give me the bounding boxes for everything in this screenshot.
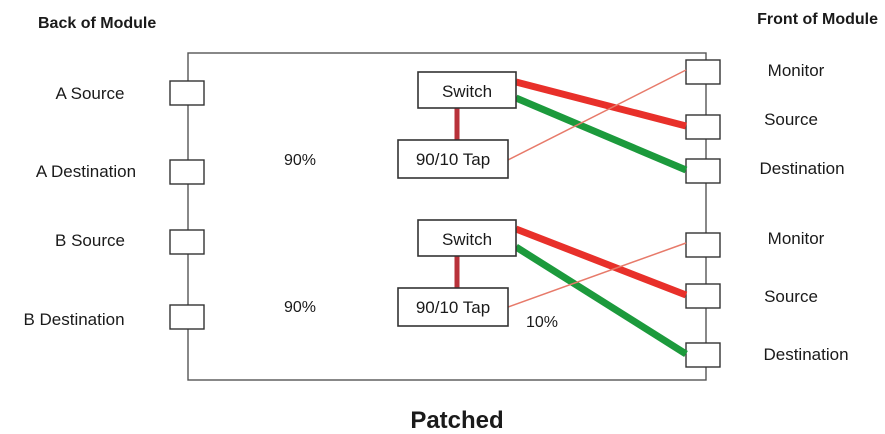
switch-a-label: Switch	[442, 82, 492, 101]
fiber-a-switch-to-front-destination	[514, 94, 688, 174]
label-b-destination: B Destination	[23, 310, 124, 329]
fiber-b-tap-to-front-monitor	[507, 242, 687, 308]
fiber-a-switch-to-front-source	[515, 78, 687, 130]
percent-a-90: 90%	[284, 152, 316, 169]
percent-b-10: 10%	[526, 314, 558, 331]
back-port-a-source	[169, 80, 205, 106]
label-front-a-destination: Destination	[759, 159, 844, 178]
label-front-b-monitor: Monitor	[768, 229, 825, 248]
tap-b-box	[397, 287, 509, 327]
tap-a-label: 90/10 Tap	[416, 150, 490, 169]
front-port-a-source	[685, 114, 721, 140]
back-port-b-destination	[169, 304, 205, 330]
label-a-source: A Source	[56, 84, 125, 103]
diagram-title: Patched	[410, 407, 503, 434]
label-front-a-source: Source	[764, 110, 818, 129]
switch-a-box	[417, 71, 517, 109]
back-port-b-source	[169, 229, 205, 255]
switch-b-box	[417, 219, 517, 257]
front-port-a-monitor	[685, 59, 721, 85]
label-front-b-destination: Destination	[763, 345, 848, 364]
label-b-source: B Source	[55, 231, 125, 250]
fiber-b-switch-to-front-source	[514, 225, 688, 299]
module-outline	[187, 52, 707, 381]
fiber-b-switch-to-front-destination	[514, 244, 688, 357]
percent-b-90: 90%	[284, 299, 316, 316]
label-front-a-monitor: Monitor	[768, 61, 825, 80]
front-port-a-destination	[685, 158, 721, 184]
label-front-b-source: Source	[764, 287, 818, 306]
front-port-b-destination	[685, 342, 721, 368]
front-port-b-source	[685, 283, 721, 309]
header-back-of-module: Back of Module	[38, 15, 156, 32]
switch-b-label: Switch	[442, 230, 492, 249]
fiber-a-tap-to-front-monitor	[507, 69, 687, 161]
label-a-destination: A Destination	[36, 162, 136, 181]
front-port-b-monitor	[685, 232, 721, 258]
tap-b-label: 90/10 Tap	[416, 298, 490, 317]
header-front-of-module: Front of Module	[757, 11, 878, 28]
tap-a-box	[397, 139, 509, 179]
back-port-a-destination	[169, 159, 205, 185]
